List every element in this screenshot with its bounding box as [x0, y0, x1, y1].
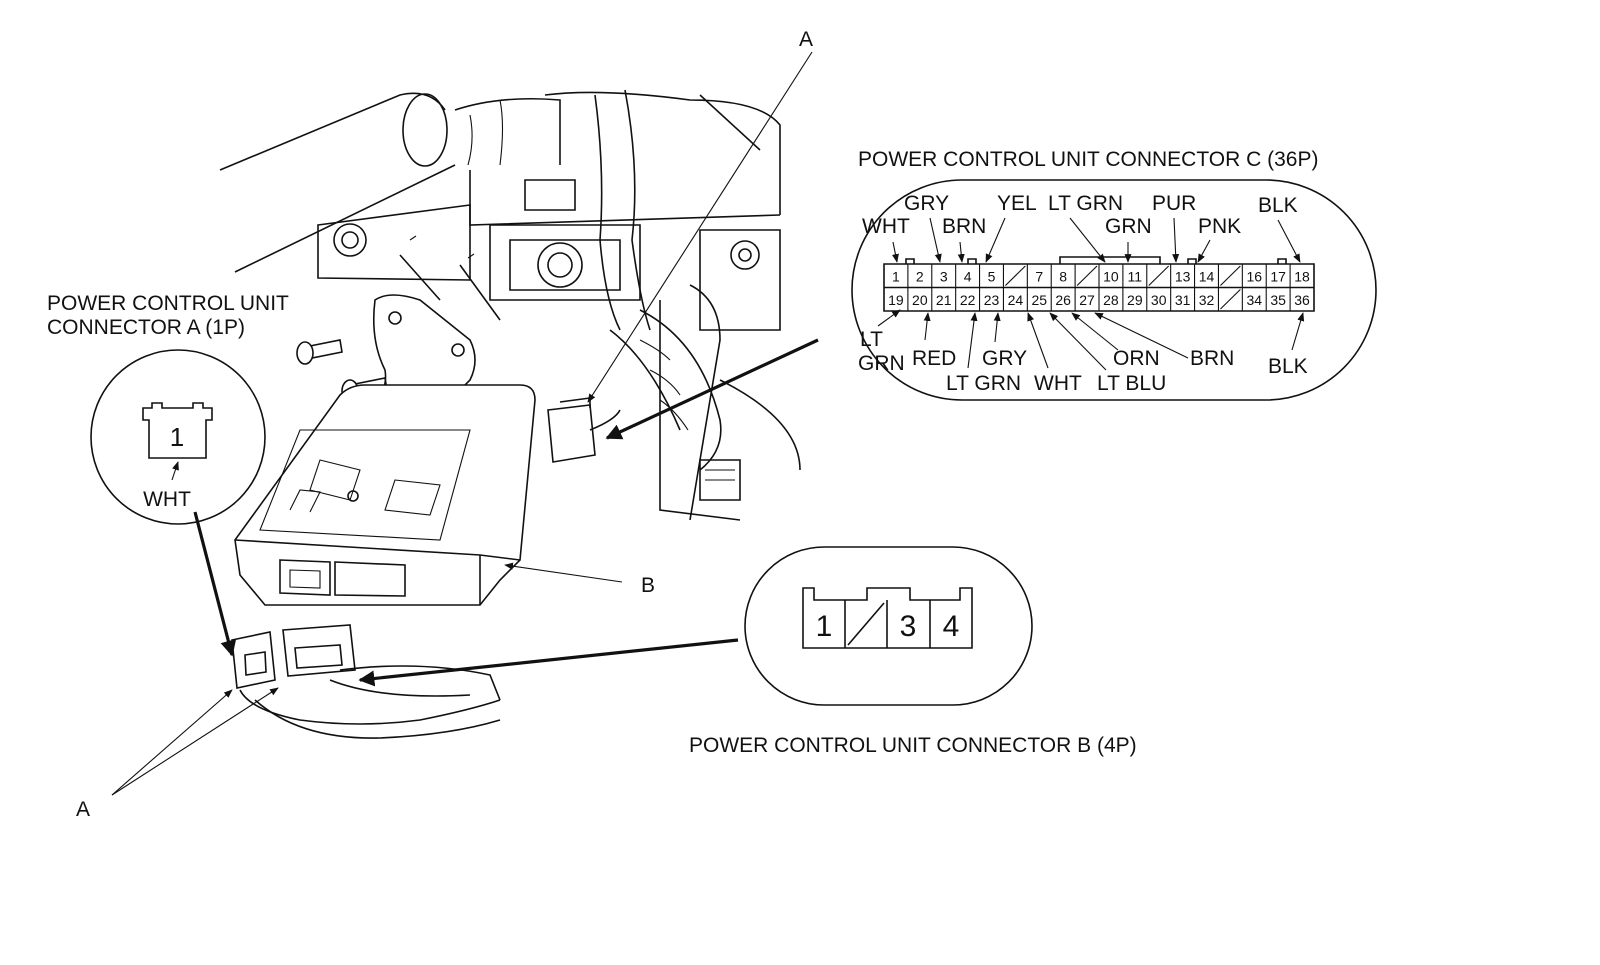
- wire-label-brn-low: BRN: [1190, 347, 1234, 370]
- connector-c-bottom-pin-36: 36: [1294, 292, 1310, 308]
- connector-a-title-line2: CONNECTOR A (1P): [47, 316, 245, 339]
- wire-label-wht-low: WHT: [1034, 372, 1082, 395]
- connector-b-housing: [802, 587, 973, 649]
- connector-a-pointer: [193, 511, 237, 657]
- connector-c-bottom-pin-20: 20: [912, 292, 928, 308]
- connector-c-bottom-pin-24: 24: [1008, 292, 1024, 308]
- connector-c-top-pin-16: 16: [1246, 269, 1262, 285]
- unused-pin-slash: [1076, 265, 1098, 286]
- connector-c-top-pin-5: 5: [988, 269, 996, 285]
- connector-c-top-pin-8: 8: [1059, 269, 1067, 285]
- unused-pin-slash: [1005, 265, 1026, 286]
- connector-c-bottom-pin-31: 31: [1175, 292, 1191, 308]
- callout-b: B: [641, 574, 655, 597]
- connector-a-housing: [142, 402, 213, 459]
- wire-label-blk-low: BLK: [1268, 355, 1308, 378]
- wire-label-orn: ORN: [1113, 347, 1160, 370]
- wire-label-lt-grn-low: LT GRN: [946, 372, 1021, 395]
- callout-a-top: A: [799, 28, 813, 51]
- wire-label-wht: WHT: [862, 215, 910, 238]
- connector-b-title: POWER CONTROL UNIT CONNECTOR B (4P): [689, 734, 1137, 757]
- connector-ab-plugs: [231, 624, 501, 739]
- connector-c-bottom-pin-35: 35: [1270, 292, 1286, 308]
- callout-leaders: [111, 51, 813, 796]
- power-control-unit: [234, 294, 536, 606]
- connector-c-top-pin-10: 10: [1103, 269, 1119, 285]
- connector-c-bottom-pin-27: 27: [1079, 292, 1095, 308]
- connector-c-top-pin-13: 13: [1175, 269, 1191, 285]
- wire-label-gry-low: GRY: [982, 347, 1027, 370]
- wire-label-grn: GRN: [1105, 215, 1152, 238]
- connector-b-view: [744, 546, 1033, 706]
- connector-c-bottom-pin-28: 28: [1103, 292, 1119, 308]
- connector-c-bottom-pin-25: 25: [1031, 292, 1047, 308]
- wire-label-grn-low: GRN: [858, 352, 905, 375]
- connector-b-pin-1: 1: [816, 610, 833, 643]
- connector-c-bottom-pin-19: 19: [888, 292, 904, 308]
- connector-c-top-pin-3: 3: [940, 269, 948, 285]
- wire-label-gry-top: GRY: [904, 192, 949, 215]
- connector-c-top-pin-11: 11: [1128, 269, 1143, 285]
- wire-label-pnk: PNK: [1198, 215, 1241, 238]
- connector-c-top-pin-18: 18: [1294, 269, 1310, 285]
- connector-c-bottom-pin-22: 22: [960, 292, 976, 308]
- connector-a-wire-wht: WHT: [143, 488, 191, 511]
- connector-c-bottom-pin-30: 30: [1151, 292, 1167, 308]
- connector-c-view: [851, 179, 1377, 401]
- connector-a-pin-1: 1: [170, 422, 184, 452]
- wire-label-pur: PUR: [1152, 192, 1196, 215]
- unused-pin-slash: [1220, 265, 1241, 286]
- connector-c-top-pin-1: 1: [892, 269, 900, 285]
- connector-b-pointer: [358, 638, 739, 687]
- connector-c-bottom-pin-32: 32: [1199, 292, 1215, 308]
- wire-label-lt: LT: [860, 328, 883, 351]
- connector-c-top-pin-7: 7: [1035, 269, 1043, 285]
- unused-pin-slash: [1220, 289, 1241, 310]
- dashboard-frame-illustration: [219, 89, 801, 521]
- connector-c-top-pin-14: 14: [1199, 269, 1215, 285]
- callout-a-bottom: A: [76, 798, 90, 821]
- wire-label-red: RED: [912, 347, 956, 370]
- connector-c-wire-labels: WHT GRY BRN YEL LT GRN GRN PUR PNK BLK L…: [858, 192, 1308, 395]
- connector-c-top-pin-2: 2: [916, 269, 924, 285]
- wire-label-yel: YEL: [997, 192, 1037, 215]
- connector-c-plug: [547, 397, 621, 463]
- connector-c-bottom-pin-23: 23: [984, 292, 1000, 308]
- connector-c-top-pin-4: 4: [964, 269, 972, 285]
- connector-a-title-line1: POWER CONTROL UNIT: [47, 292, 289, 315]
- connector-c-bottom-pin-29: 29: [1127, 292, 1143, 308]
- wire-label-lt-grn-top: LT GRN: [1048, 192, 1123, 215]
- connector-c-bottom-row: 19 20 21 22 23 24 25 26 27 28 29 30 31 32 34 35 36: [888, 287, 1310, 311]
- wire-label-lt-blu: LT BLU: [1097, 372, 1166, 395]
- connector-c-bottom-pin-21: 21: [936, 292, 952, 308]
- wire-label-brn-top: BRN: [942, 215, 986, 238]
- connector-b-pin-3: 3: [900, 610, 917, 643]
- connector-c-pointer: [605, 338, 819, 440]
- unused-pin-slash: [1148, 265, 1170, 286]
- wire-label-blk-top: BLK: [1258, 194, 1298, 217]
- connector-c-top-pin-17: 17: [1270, 269, 1286, 285]
- connector-a-view: [90, 349, 266, 525]
- connector-c-title: POWER CONTROL UNIT CONNECTOR C (36P): [858, 148, 1318, 171]
- connector-b-pin-4: 4: [943, 610, 960, 643]
- connector-c-bottom-pin-34: 34: [1246, 292, 1262, 308]
- connector-c-bottom-pin-26: 26: [1055, 292, 1071, 308]
